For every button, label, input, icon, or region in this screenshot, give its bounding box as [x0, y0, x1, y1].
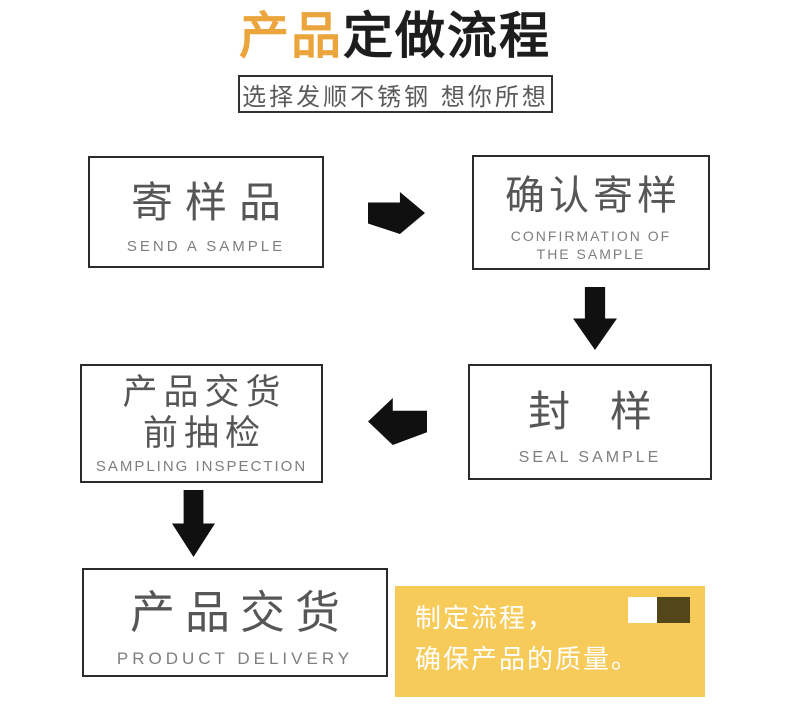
- step-title-zh-line2: 前抽检: [142, 414, 266, 453]
- step-title-en: PRODUCT DELIVERY: [116, 649, 354, 668]
- quality-callout-text: 制定流程， 确保产品的质量。: [415, 598, 639, 680]
- step-title-zh-line1: 产品交货: [122, 373, 287, 412]
- page-title-highlight: 产品: [239, 8, 343, 64]
- decor-square-white-icon: [628, 597, 657, 623]
- step-title-zh: 封 样: [528, 387, 666, 435]
- step-title-zh: 产品交货: [129, 587, 350, 638]
- flow-step-send-sample: 寄样品 SEND A SAMPLE: [88, 156, 324, 268]
- page-title: 产品定做流程: [0, 6, 790, 66]
- step-title-en: CONFIRMATION OF THE SAMPLE: [511, 227, 671, 263]
- subtitle-text: 选择发顺不锈钢 想你所想: [242, 83, 549, 111]
- page-title-rest: 定做流程: [343, 8, 551, 64]
- arrow-left-icon: [368, 398, 427, 445]
- arrow-down-icon: [172, 490, 215, 557]
- quality-callout-line2: 确保产品的质量。: [415, 644, 640, 674]
- step-title-en-line2: THE SAMPLE: [536, 245, 646, 262]
- step-title-en-line1: CONFIRMATION OF: [510, 227, 672, 244]
- step-title-zh: 产品交货 前抽检: [116, 372, 286, 454]
- flow-step-seal-sample: 封 样 SEAL SAMPLE: [468, 364, 712, 480]
- decor-square-dark-icon: [657, 597, 690, 623]
- arrow-down-icon: [573, 287, 617, 350]
- step-title-en: SEND A SAMPLE: [126, 238, 286, 255]
- quality-callout: 制定流程， 确保产品的质量。: [395, 586, 705, 697]
- step-title-en: SEAL SAMPLE: [518, 448, 662, 466]
- step-title-en: SAMPLING INSPECTION: [95, 458, 308, 475]
- flow-step-product-delivery: 产品交货 PRODUCT DELIVERY: [82, 568, 388, 677]
- arrow-right-icon: [368, 192, 425, 234]
- flow-step-confirmation: 确认寄样 CONFIRMATION OF THE SAMPLE: [472, 155, 710, 270]
- step-title-zh: 寄样品: [130, 179, 293, 226]
- subtitle-box: 选择发顺不锈钢 想你所想: [238, 75, 553, 113]
- step-title-zh: 确认寄样: [505, 173, 681, 218]
- flow-step-sampling-inspection: 产品交货 前抽检 SAMPLING INSPECTION: [80, 364, 323, 483]
- quality-callout-line1: 制定流程，: [415, 603, 556, 633]
